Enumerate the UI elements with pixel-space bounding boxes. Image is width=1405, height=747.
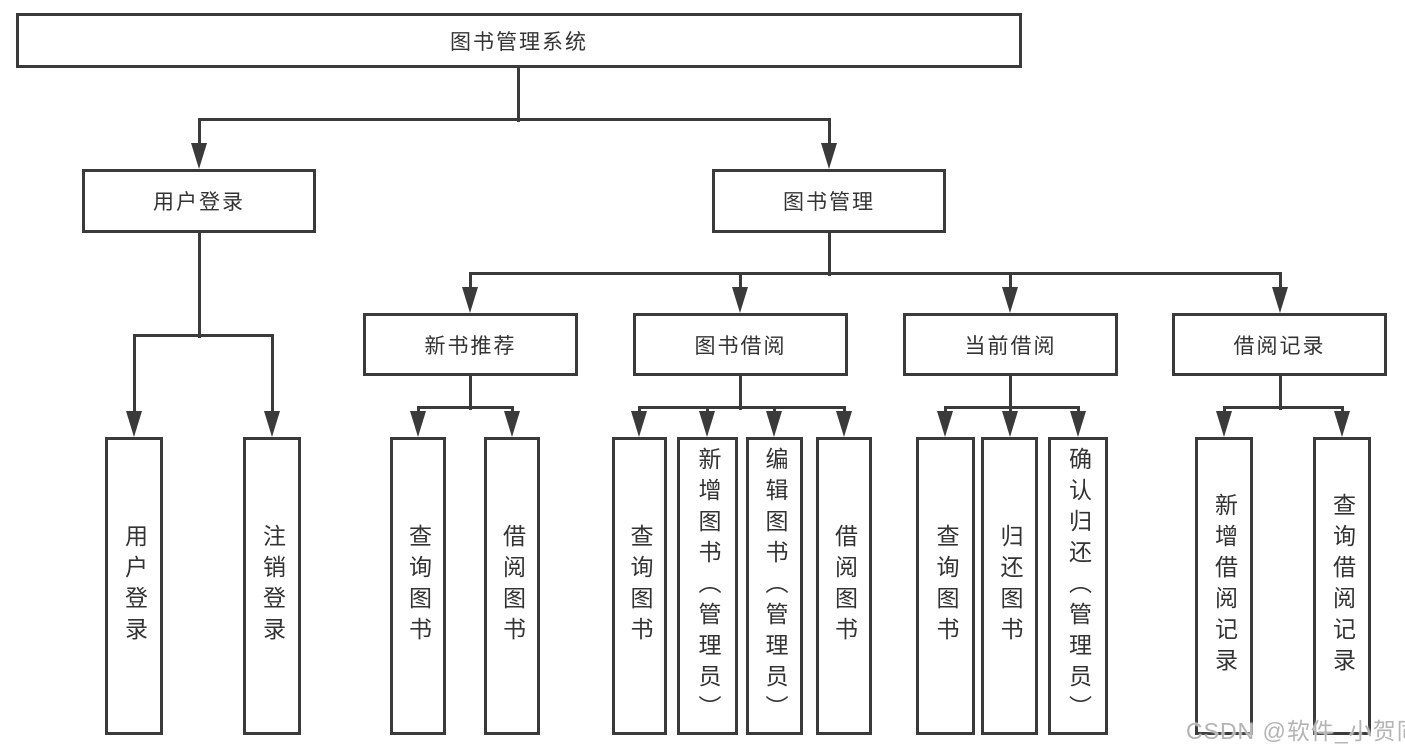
node-user-login: 用户登录: [82, 169, 316, 233]
arrow-down-icon-book-borrow-to-leaves-2: [766, 411, 782, 437]
arrow-down-icon-book-management-to-level3-3: [1272, 287, 1288, 313]
node-leaf-query-book-2: 查询图书: [612, 437, 667, 735]
node-label-book-borrowing: 图书借阅: [694, 334, 787, 358]
connector-rail-borrow-records-to-leaves: [1222, 405, 1344, 409]
arrow-down-icon-root-to-level2-0: [191, 143, 207, 169]
node-label-user-login: 用户登录: [153, 191, 245, 214]
connector-rail-user-login-to-leaves: [132, 333, 274, 337]
node-leaf-user-login: 用户登录: [105, 437, 163, 735]
node-label-book-management: 图书管理: [783, 191, 875, 214]
node-leaf-add-borrow-record: 新增借阅记录: [1195, 437, 1253, 735]
node-label-leaf-borrow-book-1: 借阅图书: [499, 524, 526, 648]
arrow-down-icon-user-login-to-leaves-0: [126, 411, 142, 437]
node-label-leaf-query-book-1: 查询图书: [405, 524, 432, 648]
connector-drop-root-to-level2-1: [827, 119, 831, 161]
csdn-watermark: CSDN @软件_小贺同学: [1186, 718, 1405, 744]
node-label-new-book-recommend: 新书推荐: [424, 334, 517, 358]
connector-stem-book-management-to-level3: [827, 233, 831, 276]
arrow-down-icon-new-book-to-leaves-1: [504, 411, 520, 437]
arrow-down-icon-borrow-records-to-leaves-1: [1334, 411, 1350, 437]
connector-stem-root-to-level2: [516, 68, 520, 122]
arrow-down-icon-borrow-records-to-leaves-0: [1216, 411, 1232, 437]
node-book-borrowing: 图书借阅: [633, 313, 848, 376]
connector-rail-current-borrow-to-leaves: [943, 405, 1080, 409]
node-label-leaf-add-book: 新增图书（管理员）: [695, 446, 721, 726]
node-label-borrowing-records: 借阅记录: [1233, 334, 1326, 358]
connector-stem-current-borrow-to-leaves: [1008, 376, 1012, 410]
node-label-leaf-query-borrow-record: 查询借阅记录: [1329, 493, 1356, 679]
connector-stem-user-login-to-leaves: [197, 233, 201, 338]
connector-stem-new-book-to-leaves: [468, 376, 472, 410]
node-label-leaf-logout: 注销登录: [259, 524, 286, 648]
connector-rail-new-book-to-leaves: [416, 405, 514, 409]
node-leaf-return-book: 归还图书: [981, 437, 1038, 735]
node-leaf-borrow-book-1: 借阅图书: [484, 437, 540, 735]
connector-drop-user-login-to-leaves-1: [270, 335, 274, 429]
arrow-down-icon-current-borrow-to-leaves-0: [937, 411, 953, 437]
arrow-down-icon-user-login-to-leaves-1: [264, 411, 280, 437]
node-label-current-borrowing: 当前借阅: [964, 334, 1057, 358]
node-leaf-query-book-1: 查询图书: [390, 437, 446, 735]
node-label-leaf-edit-book: 编辑图书（管理员）: [762, 446, 788, 726]
node-root: 图书管理系统: [16, 13, 1022, 68]
arrow-down-icon-current-borrow-to-leaves-1: [1002, 411, 1018, 437]
node-leaf-edit-book: 编辑图书（管理员）: [746, 437, 803, 735]
node-current-borrowing: 当前借阅: [903, 313, 1118, 376]
arrow-down-icon-book-borrow-to-leaves-0: [631, 411, 647, 437]
arrow-down-icon-new-book-to-leaves-0: [410, 411, 426, 437]
node-leaf-logout: 注销登录: [243, 437, 301, 735]
arrow-down-icon-current-borrow-to-leaves-2: [1070, 411, 1086, 437]
node-label-leaf-query-book-3: 查询图书: [933, 524, 959, 648]
arrow-down-icon-book-management-to-level3-0: [462, 287, 478, 313]
arrow-down-icon-book-borrow-to-leaves-3: [836, 411, 852, 437]
node-new-book-recommend: 新书推荐: [363, 313, 578, 376]
node-leaf-borrow-book-2: 借阅图书: [816, 437, 872, 735]
arrow-down-icon-book-management-to-level3-1: [732, 287, 748, 313]
node-label-leaf-confirm-return: 确认归还（管理员）: [1065, 446, 1092, 726]
node-leaf-query-borrow-record: 查询借阅记录: [1313, 437, 1371, 735]
node-label-leaf-user-login: 用户登录: [121, 524, 148, 648]
connector-drop-user-login-to-leaves-0: [132, 335, 136, 429]
connector-drop-root-to-level2-0: [197, 119, 201, 161]
connector-rail-root-to-level2: [197, 117, 831, 121]
node-label-leaf-borrow-book-2: 借阅图书: [831, 524, 858, 648]
connector-rail-book-management-to-level3: [468, 271, 1282, 275]
node-book-management: 图书管理: [712, 169, 946, 233]
node-label-leaf-add-borrow-record: 新增借阅记录: [1211, 493, 1238, 679]
node-label-leaf-return-book: 归还图书: [997, 524, 1023, 648]
connector-rail-book-borrow-to-leaves: [637, 405, 846, 409]
arrow-down-icon-root-to-level2-1: [821, 143, 837, 169]
node-label-root: 图书管理系统: [450, 30, 588, 54]
node-borrowing-records: 借阅记录: [1172, 313, 1387, 376]
arrow-down-icon-book-borrow-to-leaves-1: [699, 411, 715, 437]
node-leaf-query-book-3: 查询图书: [916, 437, 975, 735]
connector-stem-borrow-records-to-leaves: [1278, 376, 1282, 410]
node-leaf-confirm-return: 确认归还（管理员）: [1048, 437, 1108, 735]
node-leaf-add-book: 新增图书（管理员）: [677, 437, 738, 735]
node-label-leaf-query-book-2: 查询图书: [627, 524, 653, 648]
connector-stem-book-borrow-to-leaves: [738, 376, 742, 410]
arrow-down-icon-book-management-to-level3-2: [1002, 287, 1018, 313]
